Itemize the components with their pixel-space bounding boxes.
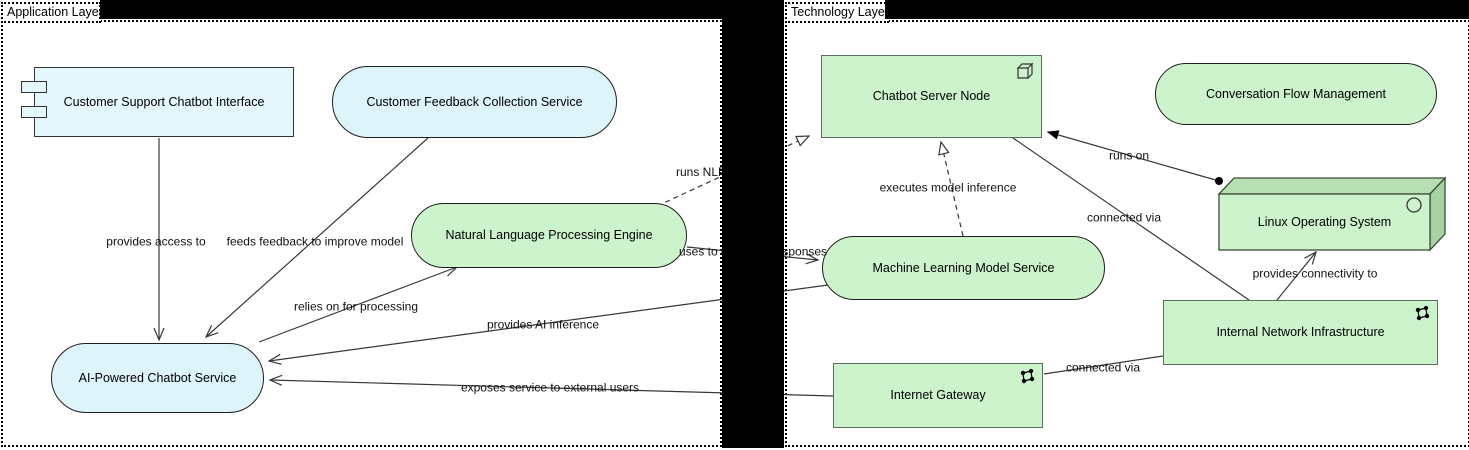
application-layer-label: Application Layer [7,5,103,19]
edge-label-runs-on: runs on [1108,148,1150,163]
technology-layer-label: Technology Layer [791,5,889,19]
edge-label-connected-via-server: connected via [1086,210,1162,225]
application-layer-tab: Application Layer [1,2,103,23]
edge-label-provides-connectivity-to: provides connectivity to [1252,266,1378,281]
ai-powered-chatbot-service-label: AI-Powered Chatbot Service [78,370,237,385]
conversation-flow-management-label: Conversation Flow Management [1206,86,1386,101]
machine-learning-model-service[interactable]: Machine Learning Model Service [822,236,1105,300]
customer-feedback-collection-service-label: Customer Feedback Collection Service [366,94,583,109]
edge-label-provides-ai-inference: provides AI inference [486,317,600,332]
edge-label-provides-access-to: provides access to [106,234,206,249]
edge-label-executes-model-inference: executes model inference [879,180,1017,195]
network-icon [1415,306,1430,321]
customer-support-chatbot-interface-component[interactable]: Customer Support Chatbot Interface [21,67,294,137]
conversation-flow-management[interactable]: Conversation Flow Management [1155,63,1437,125]
chatbot-server-node-label: Chatbot Server Node [872,89,991,103]
natural-language-processing-engine[interactable]: Natural Language Processing Engine [411,203,687,268]
linux-operating-system-label: Linux Operating System [1257,215,1392,229]
redaction-bar-vertical [722,0,784,448]
edge-label-feeds-feedback: feeds feedback to improve model [226,234,404,249]
edge-label-exposes-service: exposes service to external users [460,380,640,395]
redaction-bar-top-left [100,0,722,19]
internal-network-infrastructure[interactable]: Internal Network Infrastructure [1163,300,1438,365]
edge-label-relies-on: relies on for processing [293,299,419,314]
natural-language-processing-engine-label: Natural Language Processing Engine [445,228,653,242]
internal-network-infrastructure-label: Internal Network Infrastructure [1216,325,1385,339]
component-icon-tab-top [21,81,47,93]
machine-learning-model-service-label: Machine Learning Model Service [872,260,1055,275]
redaction-bar-top-right [885,0,1469,19]
chatbot-server-node[interactable]: Chatbot Server Node [821,55,1042,138]
customer-feedback-collection-service[interactable]: Customer Feedback Collection Service [332,66,617,138]
system-software-circle-icon [1406,197,1422,213]
application-layer-group [1,20,722,447]
internet-gateway-label: Internet Gateway [890,388,986,402]
internet-gateway[interactable]: Internet Gateway [833,363,1043,428]
edge-label-connected-via-gateway: connected via [1065,360,1141,375]
linux-operating-system-node[interactable] [1215,174,1451,254]
node-cube-icon [1016,62,1034,79]
technology-layer-tab: Technology Layer [785,2,889,23]
ai-powered-chatbot-service[interactable]: AI-Powered Chatbot Service [51,343,264,413]
network-icon [1020,369,1035,384]
component-icon-tab-bottom [21,106,47,118]
customer-support-chatbot-interface-label: Customer Support Chatbot Interface [63,94,265,109]
